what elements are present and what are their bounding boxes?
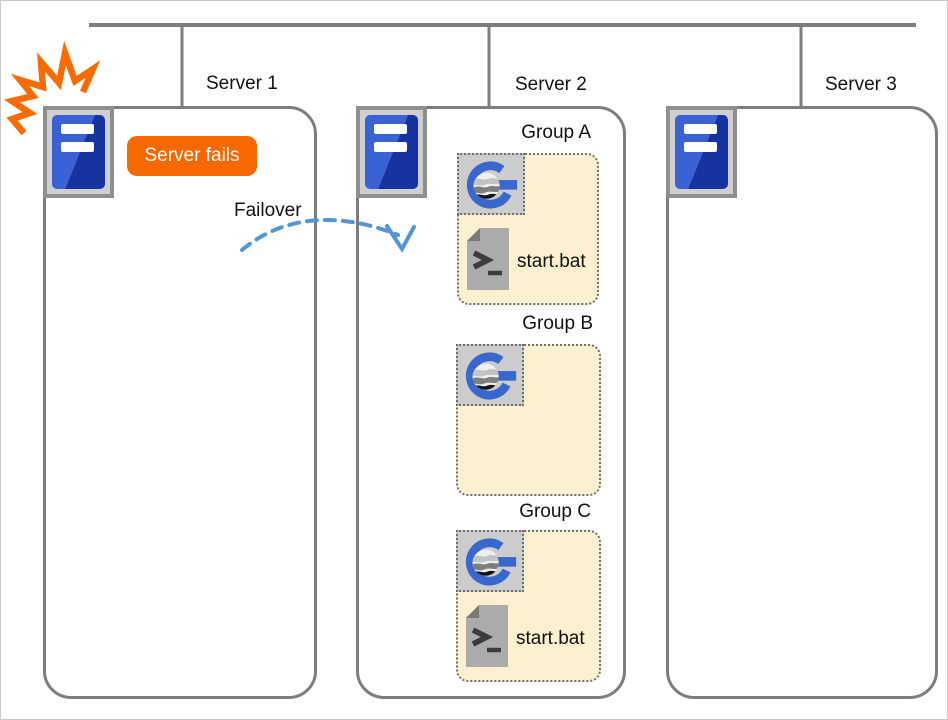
server-slot-bar [374, 142, 407, 152]
server-3-label: Server 3 [825, 74, 897, 95]
server-2-box: Group A [356, 106, 626, 699]
g-globe-app-icon [456, 344, 524, 406]
server-slot-bar [684, 124, 717, 134]
g-globe-app-icon [457, 153, 525, 215]
server-slot-bar [61, 124, 94, 134]
group-c-box: start.bat [456, 530, 601, 682]
g-logo-glyph [465, 538, 517, 586]
terminal-file-icon [467, 228, 509, 290]
group-b-label: Group B [522, 313, 593, 334]
server-2-label: Server 2 [515, 74, 587, 95]
server-slot-bar [61, 142, 94, 152]
server-icon [666, 106, 737, 198]
failover-label: Failover [234, 200, 302, 221]
server-tower-icon [675, 115, 728, 189]
server-fails-badge: Server fails [127, 136, 257, 176]
server-slot-bar [374, 124, 407, 134]
group-b-box [456, 344, 601, 496]
group-a-box: start.bat [457, 153, 599, 305]
g-globe-app-icon [456, 530, 524, 592]
server-tower-icon [52, 115, 105, 189]
script-label: start.bat [517, 251, 586, 272]
group-c-label: Group C [519, 501, 591, 522]
server-1-label: Server 1 [206, 73, 278, 94]
server-slot-bar [684, 142, 717, 152]
script-label: start.bat [516, 628, 585, 649]
server-1-box: Server fails [43, 106, 317, 699]
group-a-label: Group A [521, 122, 591, 143]
g-logo-glyph [466, 161, 518, 209]
server-icon [43, 106, 114, 198]
server-tower-icon [365, 115, 418, 189]
server-3-box [666, 106, 938, 699]
terminal-file-icon [466, 605, 508, 667]
server-icon [356, 106, 427, 198]
g-logo-glyph [465, 352, 517, 400]
